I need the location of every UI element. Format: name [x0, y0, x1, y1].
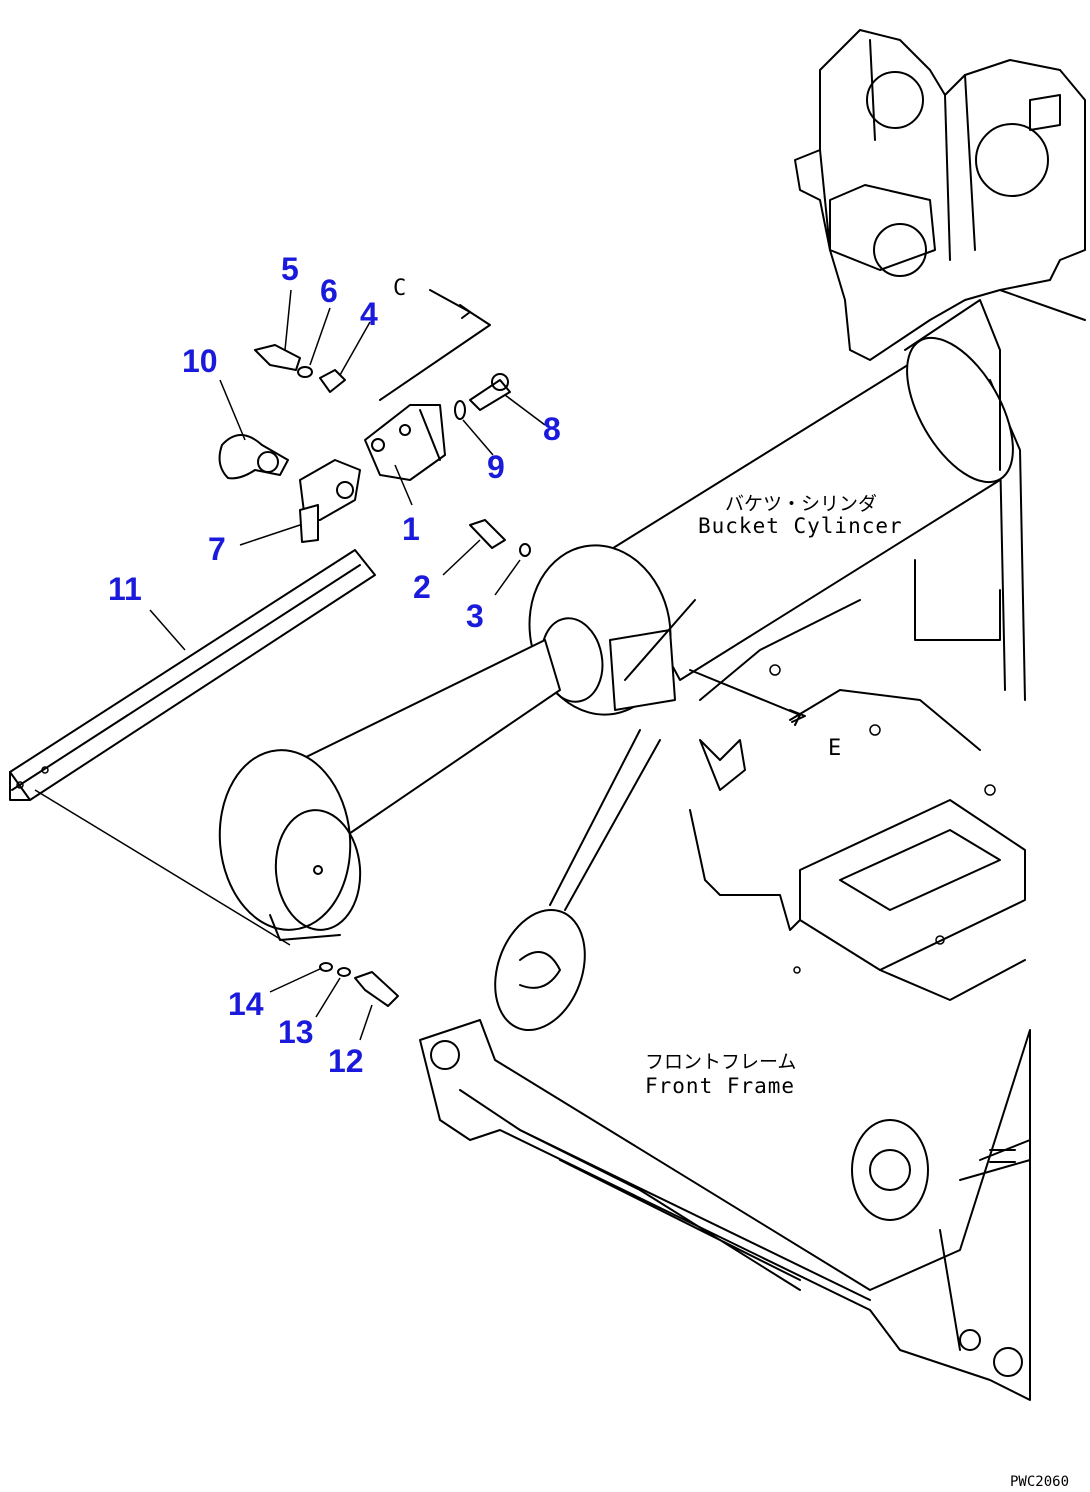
- callout-3: 3: [466, 598, 484, 634]
- view-e-marker: E: [828, 736, 841, 761]
- bucket-cylinder-label-jp: バケツ・シリンダ: [725, 493, 877, 515]
- linkage: [494, 729, 746, 1032]
- frame-block: [689, 664, 1026, 1001]
- callout-9: 9: [487, 449, 505, 485]
- callouts: 1 2 3 4 5 6 7 8 9 10 11 12 13 14: [108, 251, 561, 1079]
- callout-2: 2: [413, 569, 431, 605]
- callout-13: 13: [278, 1014, 314, 1050]
- callout-14: 14: [228, 986, 264, 1022]
- annotations: バケツ・シリンダ Bucket Cylincer フロントフレーム Front …: [393, 276, 1069, 1490]
- callout-10: 10: [182, 343, 218, 379]
- callout-11: 11: [108, 571, 142, 607]
- front-frame-label-en: Front Frame: [645, 1074, 795, 1098]
- boom-structure: [794, 29, 1086, 361]
- callout-7: 7: [208, 531, 226, 567]
- callout-6: 6: [320, 273, 338, 309]
- callout-12: 12: [328, 1043, 364, 1079]
- bucket-cylinder: [218, 299, 1014, 941]
- front-frame-label-jp: フロントフレーム: [645, 1051, 796, 1073]
- callout-4: 4: [360, 296, 378, 332]
- drawing-code: PWC2060: [1010, 1474, 1069, 1490]
- part-11-tube: [9, 549, 376, 946]
- view-arrows: [379, 289, 806, 726]
- sensor-assembly: [218, 344, 531, 1007]
- callout-8: 8: [543, 411, 561, 447]
- leader-lines: [149, 289, 546, 1041]
- callout-1: 1: [402, 511, 420, 547]
- callout-5: 5: [281, 251, 299, 287]
- view-c-marker: C: [393, 276, 406, 301]
- front-frame: [419, 1019, 1031, 1401]
- bucket-cylinder-label-en: Bucket Cylincer: [698, 514, 903, 538]
